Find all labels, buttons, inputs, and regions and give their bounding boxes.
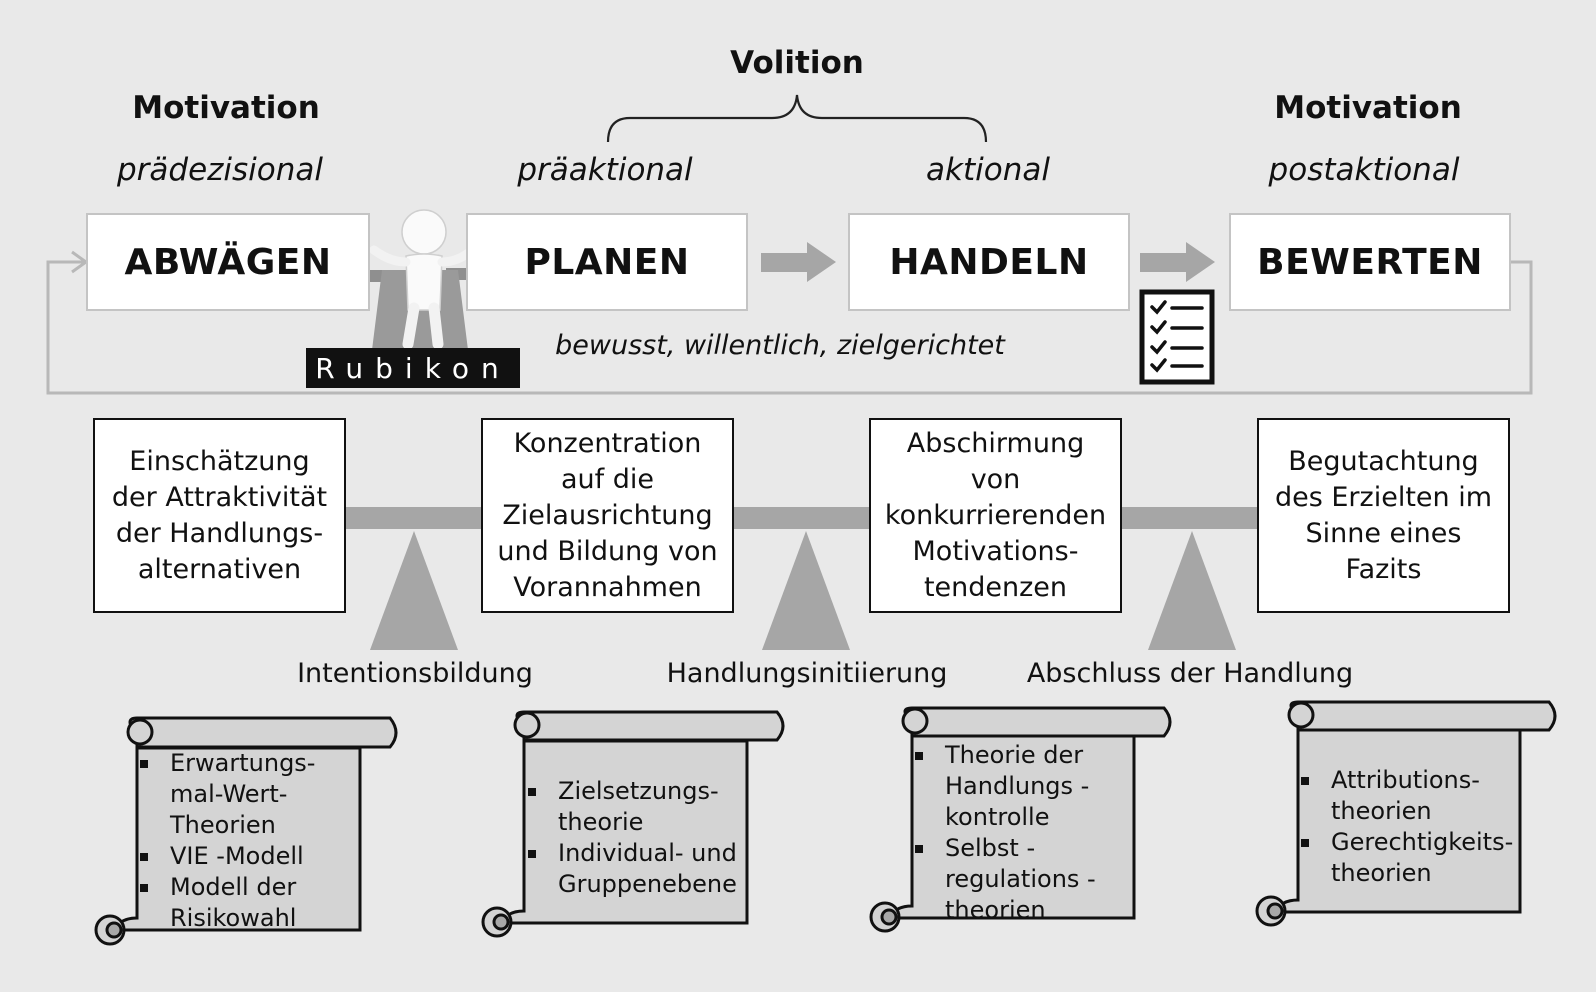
transition-label-handlungsinitiierung: Handlungsinitiierung <box>666 658 948 689</box>
list-item: Individual- und Gruppenebene <box>528 838 743 900</box>
scroll-icon <box>1255 700 1557 927</box>
scroll-list-attribution-theories: Attributions- theorien Gerechtigkeits- t… <box>1301 765 1516 889</box>
feedback-loop-line <box>46 260 1533 395</box>
arrow-right-icon <box>761 242 836 282</box>
list-item: Modell der Risikowahl <box>140 872 355 934</box>
motivation-left-label: Motivation <box>132 90 320 126</box>
checklist-icon <box>1139 289 1215 385</box>
scroll-icon <box>94 716 398 946</box>
scroll-list-motivation-theories: Erwartungs- mal-Wert- Theorien VIE -Mode… <box>140 748 355 934</box>
list-item: Theorie der Handlungs - kontrolle <box>915 740 1130 833</box>
phase-type-preactional: präaktional <box>517 152 693 188</box>
phase-box-planen: PLANEN <box>466 213 748 311</box>
list-item: Erwartungs- mal-Wert- Theorien <box>140 748 355 841</box>
list-item: Selbst - regulations - theorien <box>915 833 1130 926</box>
list-item: VIE -Modell <box>140 841 355 872</box>
stick-figure-crossroads-icon <box>337 209 502 350</box>
seesaw-beam <box>345 507 1259 529</box>
volition-label: Volition <box>730 45 864 81</box>
list-item: Zielsetzungs- theorie <box>528 776 743 838</box>
description-box-handeln: Abschirmung von konkurrierenden Motivati… <box>869 418 1122 613</box>
phase-box-bewerten: BEWERTEN <box>1229 213 1511 311</box>
list-item: Attributions- theorien <box>1301 765 1516 827</box>
phase-box-abwaegen: ABWÄGEN <box>86 213 370 311</box>
phase-type-postactional: postaktional <box>1268 152 1460 188</box>
arrow-right-icon <box>1140 242 1215 282</box>
phase-box-handeln: HANDELN <box>848 213 1130 311</box>
motivation-right-label: Motivation <box>1274 90 1462 126</box>
transition-label-intentionsbildung: Intentionsbildung <box>297 658 533 689</box>
scroll-list-control-theories: Theorie der Handlungs - kontrolle Selbst… <box>915 740 1130 926</box>
scroll-list-goal-theories: Zielsetzungs- theorie Individual- und Gr… <box>528 776 743 900</box>
description-box-bewerten: Begutachtung des Erzielten im Sinne eine… <box>1257 418 1510 613</box>
rubikon-label: Rubikon <box>306 348 520 388</box>
fulcrum-triangle <box>370 531 1236 650</box>
description-box-planen: Konzentration auf die Zielausrichtung un… <box>481 418 734 613</box>
scroll-icon <box>869 706 1172 933</box>
transition-label-abschluss: Abschluss der Handlung <box>1026 658 1354 689</box>
volition-brace <box>606 94 988 143</box>
phase-type-predecisional: prädezisional <box>116 152 324 188</box>
phase-type-actional: aktional <box>926 152 1050 188</box>
description-box-abwaegen: Einschätzung der Attraktivität der Handl… <box>93 418 346 613</box>
scroll-icon <box>481 710 785 938</box>
list-item: Gerechtigkeits- theorien <box>1301 827 1516 889</box>
loop-caption: bewusst, willentlich, zielgerichtet <box>555 330 1005 361</box>
